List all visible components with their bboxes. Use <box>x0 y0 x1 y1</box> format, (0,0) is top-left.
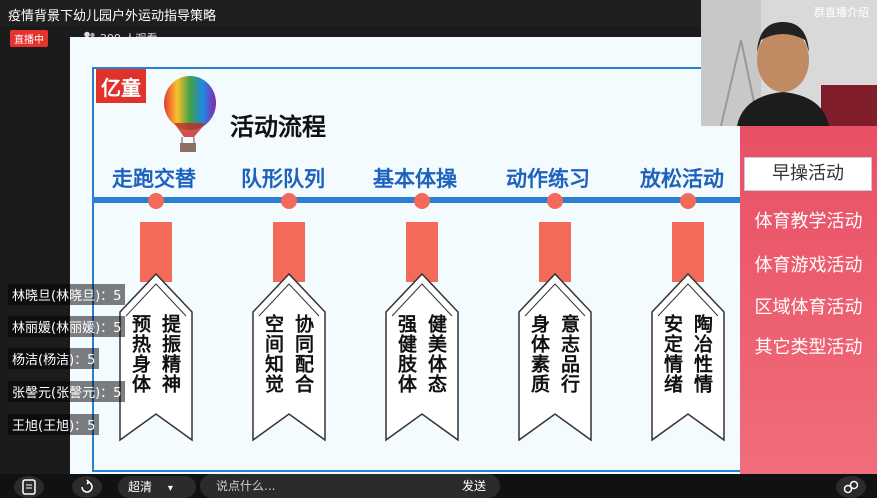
menu-item: 体育游戏活动 <box>754 255 863 276</box>
brand-logo: 亿童 <box>96 69 146 103</box>
hot-air-balloon-icon <box>156 75 220 155</box>
stage-card-4: 意志品行 身体素质 <box>517 272 593 442</box>
timeline-line <box>92 197 792 203</box>
quality-label: 超清 <box>128 480 153 494</box>
chat-message: 杨洁(杨洁)：5 <box>8 348 100 369</box>
card-text-secondary: 安定情绪 <box>661 314 683 394</box>
card-text-secondary: 空间知觉 <box>262 314 284 394</box>
timeline-dot <box>148 193 164 209</box>
slide-heading: 活动流程 <box>230 113 326 141</box>
timeline-dot <box>281 193 297 209</box>
menu-item: 其它类型活动 <box>754 337 863 358</box>
card-text-primary: 陶冶性情 <box>691 314 713 394</box>
card-text-secondary: 强健肢体 <box>395 314 417 394</box>
quality-selector[interactable]: 超清 ▾ <box>118 476 196 498</box>
slide-category-menu: 早操活动 体育教学活动 体育游戏活动 区域体育活动 其它类型活动 <box>740 119 877 474</box>
chat-message: 张謦元(张謦元)：5 <box>8 381 126 402</box>
timeline-stem <box>140 222 172 282</box>
card-text-secondary: 预热身体 <box>129 314 151 394</box>
timeline-dot <box>547 193 563 209</box>
send-button[interactable]: 发送 <box>461 479 486 493</box>
card-text-secondary: 身体素质 <box>528 314 550 394</box>
stage-label-2: 队形队列 <box>241 167 325 191</box>
chevron-down-icon: ▾ <box>167 483 173 494</box>
live-badge: 直播中 <box>10 30 48 47</box>
menu-item: 区域体育活动 <box>754 297 863 318</box>
document-icon[interactable] <box>14 476 44 498</box>
card-text-primary: 协同配合 <box>292 314 314 394</box>
chat-message: 林晓旦(林晓旦)：5 <box>8 284 126 305</box>
stage-label-3: 基本体操 <box>373 167 457 191</box>
stage-card-5: 陶冶性情 安定情绪 <box>650 272 726 442</box>
stream-title: 疫情背景下幼儿园户外运动指导策略 <box>8 9 217 24</box>
timeline-dot <box>680 193 696 209</box>
stage-label-5: 放松活动 <box>640 167 724 191</box>
stage-card-2: 协同配合 空间知觉 <box>251 272 327 442</box>
timeline-stem <box>672 222 704 282</box>
chat-message: 林丽媛(林丽媛)：5 <box>8 316 126 337</box>
card-text-primary: 意志品行 <box>558 314 580 394</box>
menu-item: 体育教学活动 <box>754 211 863 232</box>
presenter-webcam: 群直播介绍 <box>701 0 877 126</box>
timeline-stem <box>539 222 571 282</box>
stage-card-3: 健美体态 强健肢体 <box>384 272 460 442</box>
chat-message: 王旭(王旭)：5 <box>8 414 100 435</box>
menu-item-active: 早操活动 <box>744 157 872 191</box>
stage-label-1: 走跑交替 <box>112 167 196 191</box>
share-icon[interactable] <box>836 476 866 498</box>
stage-label-4: 动作练习 <box>506 167 590 191</box>
rotate-icon[interactable] <box>72 476 102 498</box>
card-text-primary: 提振精神 <box>159 314 181 394</box>
slide-frame <box>92 67 792 472</box>
group-live-intro[interactable]: 群直播介绍 <box>814 6 869 19</box>
stage-card-1: 提振精神 预热身体 <box>118 272 194 442</box>
timeline-dot <box>414 193 430 209</box>
comment-input[interactable]: 说点什么... 发送 <box>200 474 500 498</box>
timeline-stem <box>273 222 305 282</box>
comment-placeholder: 说点什么... <box>216 479 276 493</box>
timeline-stem <box>406 222 438 282</box>
card-text-primary: 健美体态 <box>425 314 447 394</box>
